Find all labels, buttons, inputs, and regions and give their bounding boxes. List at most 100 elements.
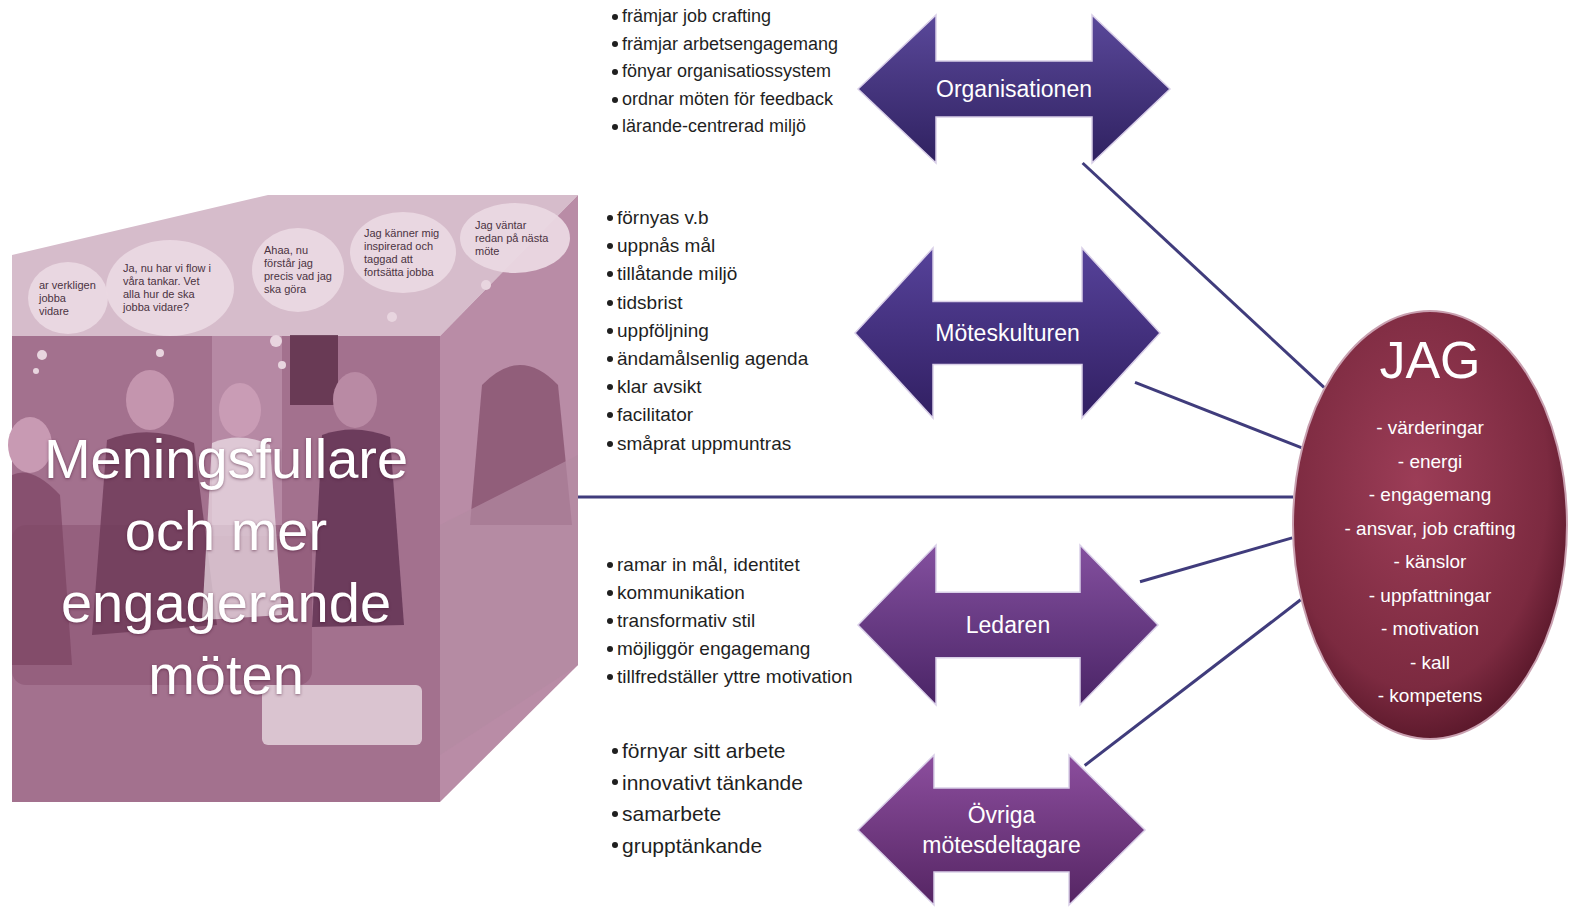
ellipse-item: - kompetens: [1378, 679, 1483, 713]
bullet-text: grupptänkande: [622, 830, 762, 862]
speech-bubble: Ahaa, nu förstår jag precis vad jag ska …: [252, 228, 344, 312]
arrow-outline: [855, 248, 1160, 418]
bullet-dot: [612, 14, 618, 20]
bullet-dot: [607, 271, 613, 277]
arrow-label-wrap: Ledaren: [858, 545, 1158, 705]
arrow-label-wrap: Möteskulturen: [855, 248, 1160, 418]
arrow-shape: [858, 755, 1145, 905]
bullet-dot: [612, 69, 618, 75]
bullet-item: ramar in mål, identitet: [607, 551, 800, 579]
person-body: [12, 473, 72, 666]
bullet-text: möjliggör engagemang: [617, 635, 810, 663]
bullet-dot: [607, 562, 613, 568]
double-arrow: Möteskulturen: [855, 248, 1160, 418]
bullet-dot: [612, 97, 618, 103]
person-head: [333, 372, 377, 428]
ellipse-item: - känslor: [1394, 545, 1467, 579]
bullet-dot: [612, 748, 618, 754]
bubble-ellipse: [350, 212, 456, 293]
arrow-outline: [858, 755, 1145, 905]
bullet-dot: [612, 811, 618, 817]
connector-line: [1135, 382, 1301, 447]
bullet-item: ändamålsenlig agenda: [607, 345, 808, 373]
ellipse-item: - värderingar: [1376, 411, 1484, 445]
bullet-dot: [607, 618, 613, 624]
chair: [440, 455, 578, 755]
cube-front-face: [12, 336, 440, 802]
bullet-dot: [607, 356, 613, 362]
bullet-text: lärande-centrerad miljö: [622, 113, 806, 141]
self-ellipse: JAG - värderingar- energi- engagemang- an…: [1292, 310, 1568, 740]
bullet-text: transformativ stil: [617, 607, 755, 635]
bubble-text: Ahaa, nu förstår jag precis vad jag ska …: [264, 244, 332, 296]
cube-illustration: Meningsfullare och mer engagerande möten…: [12, 195, 578, 802]
bubble-ellipse: [252, 228, 344, 312]
arrow-label-wrap: Övriga mötesdeltagare: [858, 755, 1145, 905]
bullet-dot: [607, 328, 613, 334]
bullet-item: kommunikation: [607, 579, 745, 607]
bullet-text: förnyar sitt arbete: [622, 735, 785, 767]
bullet-item: möjliggör engagemang: [607, 635, 810, 663]
bullet-item: förnyas v.b: [607, 204, 709, 232]
bullet-item: fönyar organisatiossystem: [612, 58, 831, 86]
bullet-text: främjar job crafting: [622, 3, 771, 31]
ellipse-outline: [1293, 311, 1567, 739]
bullet-dot: [607, 412, 613, 418]
ellipse-item: - engagemang: [1369, 478, 1492, 512]
bubble-text: Jag väntar redan på nästa möte: [475, 219, 556, 258]
bubble-dot: [278, 361, 286, 369]
arrow-label: Organisationen: [936, 74, 1092, 104]
bubble-ellipse: [460, 203, 570, 273]
arrow-label: Möteskulturen: [935, 318, 1079, 348]
bubble-dot: [481, 280, 491, 290]
ellipse-item: - motivation: [1381, 612, 1479, 646]
bullet-text: facilitator: [617, 401, 693, 429]
bubble-dot: [156, 349, 164, 357]
bullet-text: uppföljning: [617, 317, 709, 345]
speech-bubble: ar verkligen jobba vidare: [28, 262, 108, 334]
arrow-label: Övriga mötesdeltagare: [914, 800, 1089, 860]
bullet-dot: [612, 779, 618, 785]
bullet-text: tidsbrist: [617, 289, 682, 317]
bullet-dot: [607, 674, 613, 680]
bullet-dot: [612, 124, 618, 130]
ellipse-item: - ansvar, job crafting: [1344, 512, 1515, 546]
bubble-dot: [33, 368, 39, 374]
bullet-item: uppnås mål: [607, 232, 715, 260]
arrow-outline: [858, 545, 1158, 705]
bullet-item: transformativ stil: [607, 607, 755, 635]
bullet-text: klar avsikt: [617, 373, 701, 401]
tv-screen: [290, 335, 338, 405]
bullet-text: innovativt tänkande: [622, 767, 803, 799]
double-arrow: Övriga mötesdeltagare: [858, 755, 1145, 905]
bullet-text: främjar arbetsengagemang: [622, 31, 838, 59]
bullet-item: facilitator: [607, 401, 693, 429]
ellipse-item: - energi: [1398, 445, 1462, 479]
bullet-text: tillåtande miljö: [617, 260, 737, 288]
bullet-text: samarbete: [622, 798, 721, 830]
bullet-item: främjar job crafting: [612, 3, 771, 31]
bullet-item: samarbete: [612, 798, 721, 830]
bubble-shape: [350, 212, 456, 293]
bullet-dot: [607, 590, 613, 596]
bullet-dot: [612, 41, 618, 47]
bullet-dot: [612, 842, 618, 848]
bullet-dot: [607, 243, 613, 249]
bullet-text: förnyas v.b: [617, 204, 709, 232]
bullet-text: ändamålsenlig agenda: [617, 345, 808, 373]
bubble-text: Jag känner mig inspirerad och taggad att…: [364, 227, 442, 279]
arrow-label-wrap: Organisationen: [858, 15, 1170, 163]
bubble-dot: [387, 312, 397, 322]
bullet-text: småprat uppmuntras: [617, 430, 791, 458]
bullet-dot: [607, 215, 613, 221]
bullet-dot: [607, 384, 613, 390]
bubble-text: ar verkligen jobba vidare: [39, 279, 98, 318]
arrow-outline: [858, 15, 1170, 163]
person-head: [126, 370, 174, 430]
bubble-dot: [270, 335, 282, 347]
ellipse-heading: JAG: [1379, 328, 1480, 392]
cube-right-face: [440, 195, 578, 802]
bubble-text: Ja, nu har vi flow i våra tankar. Vet al…: [123, 262, 218, 314]
ellipse-item: - uppfattningar: [1369, 579, 1492, 613]
bullet-item: ordnar möten för feedback: [612, 86, 833, 114]
